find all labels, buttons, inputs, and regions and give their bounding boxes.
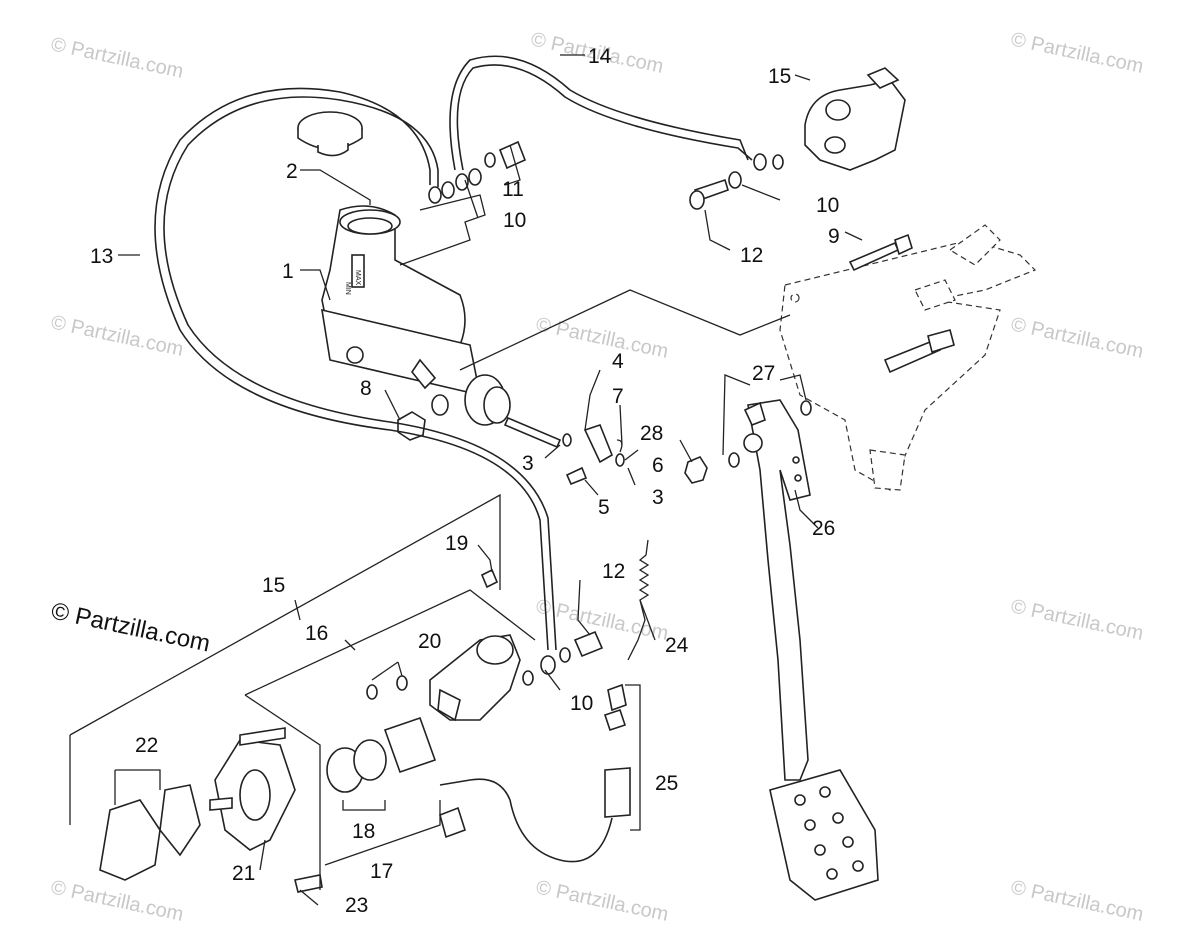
watermark: © Partzilla.com [49, 311, 185, 361]
callout-4: 4 [612, 350, 624, 373]
brake-hoses [154, 55, 753, 651]
callout-10: 10 [570, 692, 593, 715]
reservoir-max-mark: MAX [354, 270, 361, 286]
callout-16: 16 [305, 622, 328, 645]
callout-11: 11 [502, 178, 524, 201]
callout-13: 13 [90, 245, 113, 268]
callout-6: 6 [652, 454, 664, 477]
watermark: © Partzilla.com [49, 33, 185, 83]
callout-24: 24 [665, 634, 689, 657]
callout-12: 12 [602, 560, 625, 583]
pedal-washers [684, 400, 812, 484]
clevis-assembly [562, 424, 625, 486]
callout-15: 15 [768, 65, 791, 88]
callout-18: 18 [352, 820, 375, 843]
reservoir-cap [297, 111, 363, 157]
pushrod-adjuster [883, 329, 955, 374]
callout-3: 3 [522, 452, 534, 475]
callout-26: 26 [812, 517, 835, 540]
caliper-body [429, 634, 521, 722]
callout-28: 28 [640, 422, 663, 445]
callout-10: 10 [816, 194, 839, 217]
reservoir-min-mark: MIN [344, 282, 351, 295]
pedal-pivot-bolt [848, 233, 913, 272]
callout-23: 23 [345, 894, 368, 917]
watermark: © Partzilla.com [534, 876, 670, 926]
callout-10: 10 [503, 209, 526, 232]
master-cylinder: MAX MIN [321, 205, 482, 397]
watermark: © Partzilla.com [1009, 876, 1145, 926]
callout-2: 2 [286, 160, 298, 183]
callout-labels: 1 2 3 3 4 5 6 7 8 9 10 10 10 11 12 12 13… [90, 45, 840, 917]
callout-19: 19 [445, 532, 468, 555]
callout-15: 15 [262, 574, 285, 597]
callout-25: 25 [655, 772, 678, 795]
callout-1: 1 [282, 260, 294, 283]
reservoir-level-marks [351, 254, 365, 288]
watermark: © Partzilla.com [1009, 313, 1145, 363]
callout-21: 21 [232, 862, 255, 885]
return-spring [627, 539, 650, 661]
callout-20: 20 [418, 630, 441, 653]
callout-9: 9 [828, 225, 840, 248]
callout-8: 8 [360, 377, 372, 400]
brake-light-switch [439, 683, 631, 863]
callout-17: 17 [370, 860, 393, 883]
caliper-bracket [209, 727, 296, 851]
lower-banjo-fittings [522, 630, 604, 686]
callout-27: 27 [752, 362, 775, 385]
watermark: © Partzilla.com [1009, 28, 1145, 78]
watermark: © Partzilla.com [534, 313, 670, 363]
brake-pads [99, 784, 201, 881]
caliper-bolts [294, 568, 499, 893]
callout-14: 14 [588, 45, 612, 68]
brake-pedal [743, 399, 879, 901]
callout-3: 3 [652, 486, 664, 509]
watermark-layer: © Partzilla.com © Partzilla.com © Partzi… [49, 28, 1146, 926]
watermark: © Partzilla.com [49, 876, 185, 926]
master-cylinder-boot [464, 374, 562, 449]
callout-7: 7 [612, 385, 624, 408]
brake-caliper-upper [804, 67, 906, 171]
caliper-piston [326, 716, 437, 793]
callout-22: 22 [135, 734, 158, 757]
callout-12: 12 [740, 244, 763, 267]
watermark-main: © Partzilla.com [49, 597, 213, 657]
banjo-fittings [428, 140, 784, 210]
caliper-seals [366, 675, 408, 700]
leader-lines [69, 54, 863, 906]
callout-5: 5 [598, 496, 610, 519]
watermark: © Partzilla.com [1009, 595, 1145, 645]
